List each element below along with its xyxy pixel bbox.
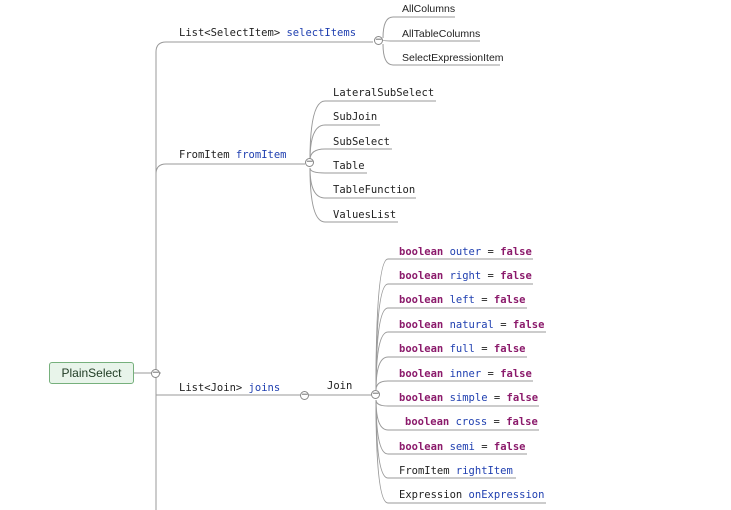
collapse-icon[interactable]: − bbox=[371, 389, 380, 399]
flag-value: false bbox=[506, 392, 539, 404]
flag-name: left bbox=[449, 294, 475, 306]
collapse-icon[interactable]: − bbox=[300, 390, 309, 400]
node-valueslist[interactable]: ValuesList bbox=[333, 209, 397, 221]
flag-value: false bbox=[500, 368, 532, 380]
join-flag-inner[interactable]: boolean inner = false bbox=[399, 367, 532, 381]
member-field: rightItem bbox=[455, 465, 513, 477]
branch-field: joins bbox=[248, 382, 281, 394]
join-flag-semi[interactable]: boolean semi = false bbox=[399, 440, 525, 454]
equals: = bbox=[487, 368, 494, 380]
branch-type: FromItem bbox=[179, 149, 230, 161]
node-lateralsubselect[interactable]: LateralSubSelect bbox=[333, 87, 435, 99]
node-table[interactable]: Table bbox=[333, 160, 365, 172]
branch-select-items[interactable]: List<SelectItem> selectItems bbox=[179, 26, 356, 40]
join-flag-left[interactable]: boolean left = false bbox=[399, 293, 525, 307]
branch-field: fromItem bbox=[235, 149, 287, 161]
join-flag-outer[interactable]: boolean outer = false bbox=[399, 245, 532, 259]
collapse-icon[interactable]: − bbox=[305, 157, 314, 167]
keyword: boolean bbox=[399, 270, 444, 282]
flag-value: false bbox=[506, 416, 538, 428]
node-allcolumns[interactable]: AllColumns bbox=[402, 3, 456, 15]
flag-name: cross bbox=[455, 416, 488, 428]
keyword: boolean bbox=[405, 416, 450, 428]
flag-name: simple bbox=[449, 392, 488, 404]
node-selectexpressionitem[interactable]: SelectExpressionItem bbox=[402, 52, 504, 64]
member-field: onExpression bbox=[468, 489, 545, 501]
flag-value: false bbox=[493, 294, 526, 306]
member-type: FromItem bbox=[399, 465, 450, 477]
equals: = bbox=[481, 441, 488, 453]
flag-name: semi bbox=[449, 441, 475, 453]
branch-field: selectItems bbox=[286, 27, 357, 39]
root-node-plainselect[interactable]: PlainSelect bbox=[49, 362, 134, 384]
join-member-right-item[interactable]: FromItem rightItem bbox=[399, 464, 513, 478]
node-subjoin[interactable]: SubJoin bbox=[333, 111, 378, 123]
join-flag-simple[interactable]: boolean simple = false bbox=[399, 391, 538, 405]
member-type: Expression bbox=[399, 489, 463, 501]
equals: = bbox=[481, 343, 488, 355]
collapse-icon[interactable]: − bbox=[374, 35, 383, 45]
collapse-icon[interactable]: − bbox=[151, 368, 160, 378]
branch-type: List<SelectItem> bbox=[179, 27, 281, 39]
equals: = bbox=[493, 392, 501, 404]
node-alltablecolumns[interactable]: AllTableColumns bbox=[402, 28, 481, 40]
keyword: boolean bbox=[399, 441, 444, 453]
node-join[interactable]: Join bbox=[327, 380, 353, 392]
join-member-on-expression[interactable]: Expression onExpression bbox=[399, 488, 544, 502]
equals: = bbox=[487, 246, 494, 258]
keyword: boolean bbox=[399, 343, 444, 355]
flag-name: natural bbox=[449, 319, 494, 331]
branch-from-item[interactable]: FromItem fromItem bbox=[179, 148, 286, 162]
flag-name: inner bbox=[449, 368, 482, 380]
branch-type: List<Join> bbox=[179, 382, 243, 394]
keyword: boolean bbox=[399, 368, 444, 380]
flag-name: outer bbox=[449, 246, 482, 258]
keyword: boolean bbox=[399, 319, 444, 331]
flag-value: false bbox=[512, 319, 545, 331]
flag-value: false bbox=[493, 441, 526, 453]
node-subselect[interactable]: SubSelect bbox=[333, 136, 390, 148]
flag-value: false bbox=[493, 343, 526, 355]
branch-joins[interactable]: List<Join> joins bbox=[179, 381, 280, 395]
equals: = bbox=[481, 294, 488, 306]
join-flag-right[interactable]: boolean right = false bbox=[399, 269, 532, 283]
equals: = bbox=[487, 270, 494, 282]
flag-name: right bbox=[449, 270, 482, 282]
keyword: boolean bbox=[399, 246, 444, 258]
node-tablefunction[interactable]: TableFunction bbox=[333, 184, 416, 196]
join-flag-cross[interactable]: boolean cross = false bbox=[405, 415, 538, 429]
flag-value: false bbox=[500, 270, 532, 282]
flag-value: false bbox=[500, 246, 532, 258]
keyword: boolean bbox=[399, 294, 444, 306]
flag-name: full bbox=[449, 343, 475, 355]
join-flag-natural[interactable]: boolean natural = false bbox=[399, 318, 544, 332]
join-flag-full[interactable]: boolean full = false bbox=[399, 342, 525, 356]
equals: = bbox=[500, 319, 507, 331]
keyword: boolean bbox=[399, 392, 444, 404]
equals: = bbox=[493, 416, 500, 428]
